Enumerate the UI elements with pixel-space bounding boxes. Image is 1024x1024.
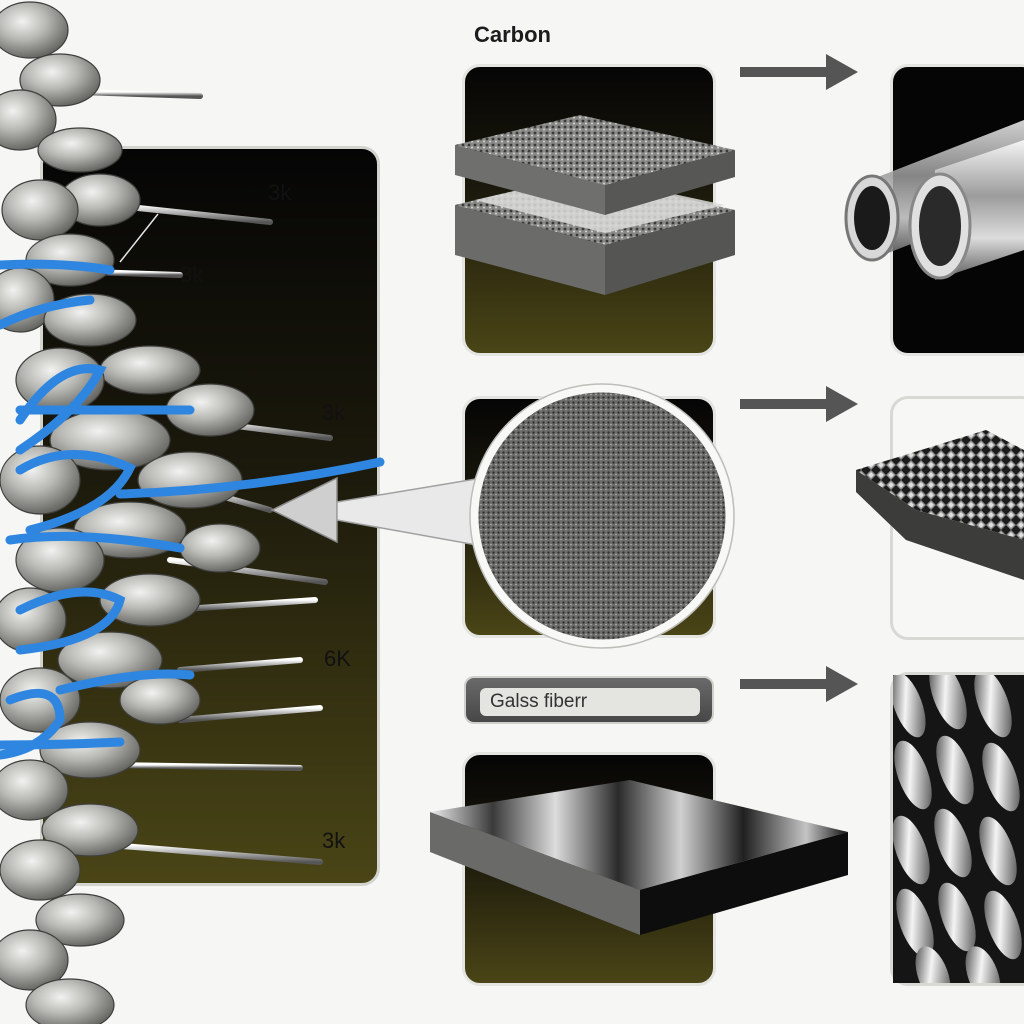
arrow-right-icon: [740, 54, 858, 90]
magnifier-circle-icon: [469, 383, 735, 649]
fiber-bundle-illustration: [0, 1, 385, 1024]
strand-label-5: 3k: [322, 828, 346, 853]
strand-label-2: 3k: [180, 262, 204, 287]
arrow-right-icon: [740, 386, 858, 422]
corrugated-sheet-illustration: [430, 780, 848, 935]
arrow-right-icon: [740, 666, 858, 702]
porous-block-illustration: [455, 115, 735, 295]
glass-fiber-badge-text: Galss fiberr: [480, 688, 700, 716]
tubes-illustration: [844, 120, 1024, 280]
glass-fiber-badge: Galss fiberr: [464, 676, 714, 724]
strand-label-3: 3k: [322, 400, 346, 425]
carbon-label: Carbon: [474, 22, 551, 47]
strand-label-4: 6K: [324, 646, 351, 671]
twisted-fiber-illustration: [893, 675, 1024, 983]
woven-mesh-illustration: [856, 430, 1024, 580]
strand-label-1: 3k: [268, 180, 292, 205]
pointer-arrow-icon: [270, 476, 483, 547]
